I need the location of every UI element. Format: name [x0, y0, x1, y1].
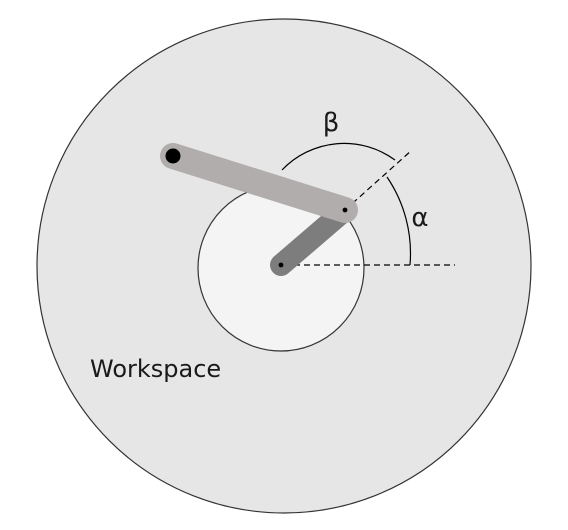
alpha-angle-arc	[386, 176, 412, 266]
alpha-label: α	[411, 203, 428, 233]
end-effector-joint	[165, 148, 181, 164]
base-joint	[278, 262, 284, 268]
elbow-joint	[342, 207, 348, 213]
link1-extension-dashed-line	[344, 149, 413, 211]
workspace-label: Workspace	[90, 355, 221, 383]
link-2	[160, 143, 358, 223]
beta-angle-arc	[281, 142, 396, 171]
beta-label: β	[323, 108, 340, 138]
